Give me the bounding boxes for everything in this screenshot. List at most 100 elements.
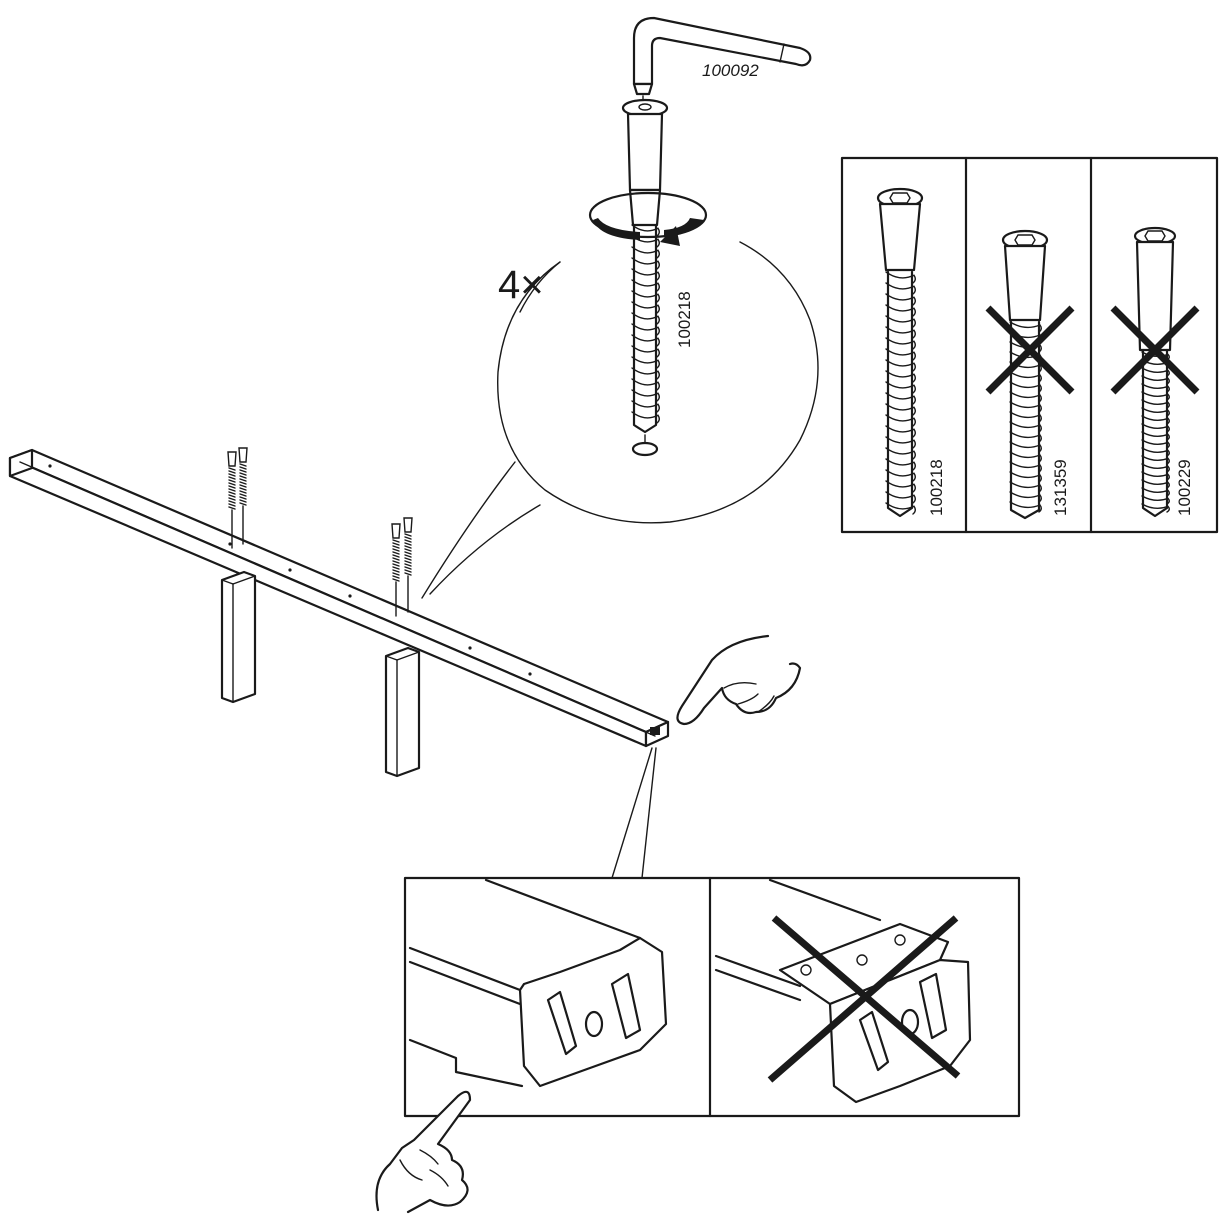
screw-thread	[631, 257, 660, 270]
beam-screw-thread	[239, 463, 247, 467]
screw-part-number-1: 100218	[927, 459, 946, 516]
beam-screw	[227, 451, 237, 467]
beam-screw-thread	[404, 545, 412, 549]
zoom-screw-part-number: 100218	[675, 291, 694, 348]
beam-screw-thread	[239, 499, 247, 503]
beam-screw-thread	[239, 496, 247, 500]
screw-131359-illustration	[985, 229, 1075, 520]
screw-thread	[631, 224, 660, 237]
end-cap-correct-illustration	[408, 878, 668, 1088]
beam-screw-thread	[392, 542, 400, 546]
beam-screw-thread	[392, 545, 400, 549]
screw-part-number-3: 100229	[1175, 459, 1194, 516]
beam-screw-thread	[404, 560, 412, 564]
beam-screw-thread	[392, 557, 400, 561]
end-detail-panels	[403, 876, 1021, 1118]
beam-screw-thread	[239, 493, 247, 497]
screw-thread	[885, 403, 916, 416]
screw-thread	[631, 400, 660, 413]
screw-thread	[1141, 455, 1170, 465]
screw-thread	[631, 235, 660, 248]
screw-thread	[1009, 451, 1042, 463]
beam-screw-thread	[228, 494, 236, 498]
screw-thread	[1141, 407, 1170, 417]
zoom-screw-illustration	[588, 98, 708, 457]
screw-thread	[885, 447, 916, 460]
screw-comparison-panel	[840, 156, 1219, 534]
screw-thread	[631, 246, 660, 259]
beam-screw-thread	[392, 554, 400, 558]
end-cap-wrong-illustration	[714, 878, 972, 1104]
screw-thread	[885, 304, 916, 317]
beam-screw-thread	[239, 472, 247, 476]
screw-thread	[885, 491, 916, 504]
screw-thread	[1009, 391, 1042, 403]
screw-thread	[1141, 383, 1170, 393]
screw-thread	[1141, 479, 1170, 489]
screw-thread	[631, 334, 660, 347]
beam-screw-thread	[392, 572, 400, 576]
beam-screw-thread	[404, 551, 412, 555]
screw-thread	[631, 356, 660, 369]
support-leg-left	[220, 570, 257, 704]
beam-screw-thread	[228, 470, 236, 474]
screw-thread	[1141, 439, 1170, 449]
screw-thread	[1141, 415, 1170, 425]
screw-thread	[885, 381, 916, 394]
screw-thread	[885, 425, 916, 438]
screw-thread	[1009, 491, 1042, 503]
screw-thread	[1009, 481, 1042, 493]
beam-screw-thread	[239, 466, 247, 470]
beam-screw-thread	[239, 469, 247, 473]
beam-screw-thread	[404, 533, 412, 537]
zoom-callout	[421, 241, 819, 599]
screw-thread	[1009, 421, 1042, 433]
screw-thread	[631, 290, 660, 303]
screw-thread	[631, 367, 660, 380]
bed-rail-beam	[8, 448, 670, 748]
quantity-label: 4×	[498, 263, 544, 307]
screw-thread	[631, 301, 660, 314]
beam-screw-thread	[228, 485, 236, 489]
screw-thread	[885, 502, 916, 515]
beam-screw-thread	[392, 563, 400, 567]
pointing-hand-icon	[676, 634, 802, 726]
screw-thread	[1141, 495, 1170, 505]
beam-screw-thread	[239, 478, 247, 482]
beam-screw-thread	[239, 502, 247, 506]
screw-thread	[1141, 447, 1170, 457]
beam-screw-thread	[239, 487, 247, 491]
beam-screws	[227, 447, 413, 617]
beam-screw-thread	[392, 575, 400, 579]
beam-screw-thread	[392, 566, 400, 570]
screw-thread	[631, 312, 660, 325]
screw-thread	[631, 345, 660, 358]
beam-screw-thread	[404, 557, 412, 561]
beam-screw-thread	[404, 572, 412, 576]
beam-screw-thread	[228, 503, 236, 507]
beam-screw-thread	[392, 551, 400, 555]
beam-screw-thread	[239, 484, 247, 488]
beam-screw-thread	[228, 473, 236, 477]
screw-thread	[1141, 391, 1170, 401]
beam-screw-thread	[228, 482, 236, 486]
screw-thread	[1009, 401, 1042, 413]
screw-thread	[631, 389, 660, 402]
screw-thread	[1141, 463, 1170, 473]
beam-screw-thread	[392, 539, 400, 543]
beam-screw-thread	[404, 566, 412, 570]
support-leg-right	[384, 646, 421, 778]
screw-thread	[1009, 471, 1042, 483]
screw-thread	[1141, 423, 1170, 433]
beam-screw-thread	[228, 476, 236, 480]
beam-screw-thread	[392, 578, 400, 582]
beam-screw	[238, 447, 248, 463]
screw-thread	[1141, 367, 1170, 377]
beam-screw-thread	[228, 497, 236, 501]
beam-screw-thread	[392, 560, 400, 564]
screw-thread	[885, 480, 916, 493]
beam-screw-thread	[404, 536, 412, 540]
screw-thread	[1141, 375, 1170, 385]
beam-screw-thread	[404, 548, 412, 552]
